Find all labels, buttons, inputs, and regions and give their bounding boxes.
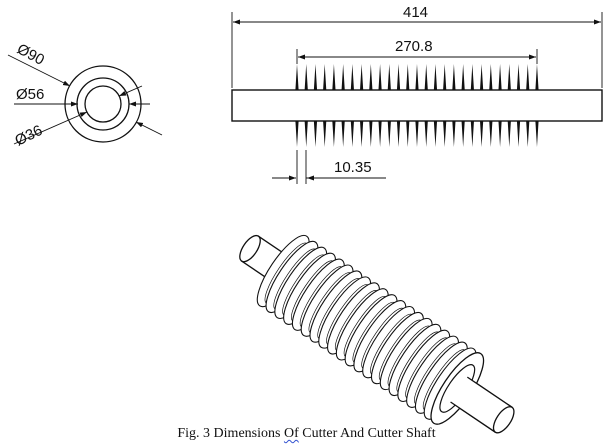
blade-fin [452,64,456,147]
blade-fin [461,64,465,147]
blade-fin [295,64,299,147]
blade-fin [415,64,419,147]
blade-fin [424,64,428,147]
overall-length-label: 414 [403,4,428,21]
iso-shaft-bottom-edge [450,401,496,433]
blade-fin [480,64,484,147]
blade-fin [360,64,364,147]
blade-fin [369,64,373,147]
blade-fin [470,64,474,147]
blade-pitch-label: 10.35 [334,159,372,176]
blade-section-label: 270.8 [395,38,433,55]
inner-diameter-leader [13,111,88,145]
blade-fin [341,64,345,147]
blade-fin [332,64,336,147]
blade-fin [526,64,530,147]
blade-fin [507,64,511,147]
blade-fin [516,64,521,147]
iso-shaft-end-back [239,234,261,263]
caption-suffix: Cutter And Cutter Shaft [298,426,436,441]
inner-diameter-leader-cont [118,85,143,97]
blade-fin [498,64,502,147]
blade-fin [396,64,401,147]
blade-fin [535,64,539,147]
blade-pitch-dimension [272,150,386,184]
caption-flagged-word: Of [283,426,299,441]
blade-fin [304,64,308,147]
side-view [231,64,603,147]
blade-section-dimension [296,49,538,64]
blade-fin [313,64,318,147]
iso-shaft-end-front [492,406,515,434]
overall-length-dimension [231,12,603,88]
outer-diameter-label: Ø90 [14,41,47,69]
caption-prefix: Fig. 3 Dimensions [177,426,284,441]
blade-fin [433,64,438,147]
blade-fin [378,64,382,147]
blade-set [295,64,539,147]
blade-fin [387,64,391,147]
blade-fin [350,64,354,147]
shaft-body [231,89,603,122]
figure-caption: Fig. 3 Dimensions Of Cutter And Cutter S… [0,426,613,442]
isometric-view [239,234,515,434]
diameter-leaders [7,54,163,145]
inner-diameter-label: Ø36 [12,122,45,150]
inner-circle [84,85,122,123]
outer-diameter-leader-cont [135,121,163,136]
iso-shaft-top-edge [466,376,513,408]
blade-fin [489,64,493,147]
blade-fin [323,64,327,147]
blade-fin [406,64,410,147]
outer-diameter-leader [7,54,71,87]
blade-fin [443,64,447,147]
middle-diameter-label: Ø56 [16,86,44,103]
